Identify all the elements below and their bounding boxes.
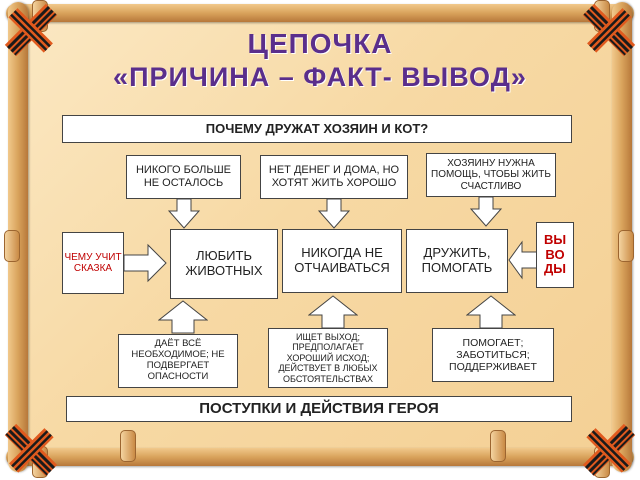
fact-right-text: ПОМОГАЕТ; ЗАБОТИТЬСЯ; ПОДДЕРЖИВАЕТ	[449, 336, 537, 374]
cause-right-text: ХОЗЯИНУ НУЖНА ПОМОЩЬ, ЧТОБЫ ЖИТЬ СЧАСТЛИ…	[431, 157, 551, 192]
conclusion-be-friends: ДРУЖИТЬ, ПОМОГАТЬ	[406, 229, 508, 293]
cause-left-text: НИКОГО БОЛЬШЕ НЕ ОСТАЛОСЬ	[135, 164, 232, 189]
vyvody-text: ВЫВОДЫ	[543, 231, 567, 277]
arrow-up-left-icon	[158, 300, 208, 334]
bottom-rail	[6, 448, 634, 466]
fact-box-right: ПОМОГАЕТ; ЗАБОТИТЬСЯ; ПОДДЕРЖИВАЕТ	[432, 328, 554, 382]
ribbon-top-right-icon	[582, 3, 636, 57]
cause-box-right: ХОЗЯИНУ НУЖНА ПОМОЩЬ, ЧТОБЫ ЖИТЬ СЧАСТЛИ…	[426, 153, 556, 197]
knob-bottom-3	[490, 430, 506, 462]
arrow-down-right-icon	[470, 197, 502, 227]
question-text: ПОЧЕМУ ДРУЖАТ ХОЗЯИН И КОТ?	[205, 120, 429, 136]
conclusion-love: ЛЮБИТЬ ЖИВОТНЫХ	[170, 229, 278, 299]
arrow-left-icon	[508, 240, 538, 280]
arrow-up-right-icon	[466, 295, 516, 329]
knob-left-mid	[4, 230, 20, 262]
cause-middle-text: НЕТ ДЕНЕГ И ДОМА, НО ХОТЯТ ЖИТЬ ХОРОШО	[268, 164, 400, 189]
knob-bottom-2	[120, 430, 136, 462]
title-line-2: «ПРИЧИНА – ФАКТ- ВЫВОД»	[113, 62, 527, 92]
conclusion-love-text: ЛЮБИТЬ ЖИВОТНЫХ	[185, 248, 263, 278]
fact-middle-text: ИЩЕТ ВЫХОД; ПРЕДПОЛАГАЕТ ХОРОШИЙ ИСХОД; …	[278, 332, 378, 384]
arrow-up-middle-icon	[308, 295, 358, 329]
footer-box: ПОСТУПКИ И ДЕЙСТВИЯ ГЕРОЯ	[66, 396, 572, 422]
footer-text: ПОСТУПКИ И ДЕЙСТВИЯ ГЕРОЯ	[199, 400, 439, 418]
top-rail	[6, 4, 634, 22]
knob-right-mid	[618, 230, 634, 262]
conclusion-never-despair-text: НИКОГДА НЕ ОТЧАИВАТЬСЯ	[294, 245, 390, 275]
ribbon-bottom-right-icon	[582, 423, 636, 477]
cause-box-middle: НЕТ ДЕНЕГ И ДОМА, НО ХОТЯТ ЖИТЬ ХОРОШО	[260, 155, 408, 199]
fact-box-left: ДАЁТ ВСЁ НЕОБХОДИМОЕ; НЕ ПОДВЕРГАЕТ ОПАС…	[118, 334, 238, 388]
side-label-text: ЧЕМУ УЧИТ СКАЗКА	[64, 251, 122, 275]
vyvody-box: ВЫВОДЫ	[536, 222, 574, 288]
title-line-1: ЦЕПОЧКА	[247, 28, 393, 59]
arrow-down-middle-icon	[318, 199, 350, 229]
fact-box-middle: ИЩЕТ ВЫХОД; ПРЕДПОЛАГАЕТ ХОРОШИЙ ИСХОД; …	[268, 328, 388, 388]
arrow-down-left-icon	[168, 199, 200, 229]
side-label-box: ЧЕМУ УЧИТ СКАЗКА	[62, 232, 124, 294]
ribbon-bottom-left-icon	[4, 423, 58, 477]
arrow-right-icon	[124, 243, 167, 283]
ribbon-top-left-icon	[4, 3, 58, 57]
question-box: ПОЧЕМУ ДРУЖАТ ХОЗЯИН И КОТ?	[62, 115, 572, 143]
conclusion-be-friends-text: ДРУЖИТЬ, ПОМОГАТЬ	[421, 245, 493, 275]
fact-left-text: ДАЁТ ВСЁ НЕОБХОДИМОЕ; НЕ ПОДВЕРГАЕТ ОПАС…	[131, 338, 225, 382]
conclusion-never-despair: НИКОГДА НЕ ОТЧАИВАТЬСЯ	[282, 229, 402, 293]
cause-box-left: НИКОГО БОЛЬШЕ НЕ ОСТАЛОСЬ	[126, 155, 241, 199]
